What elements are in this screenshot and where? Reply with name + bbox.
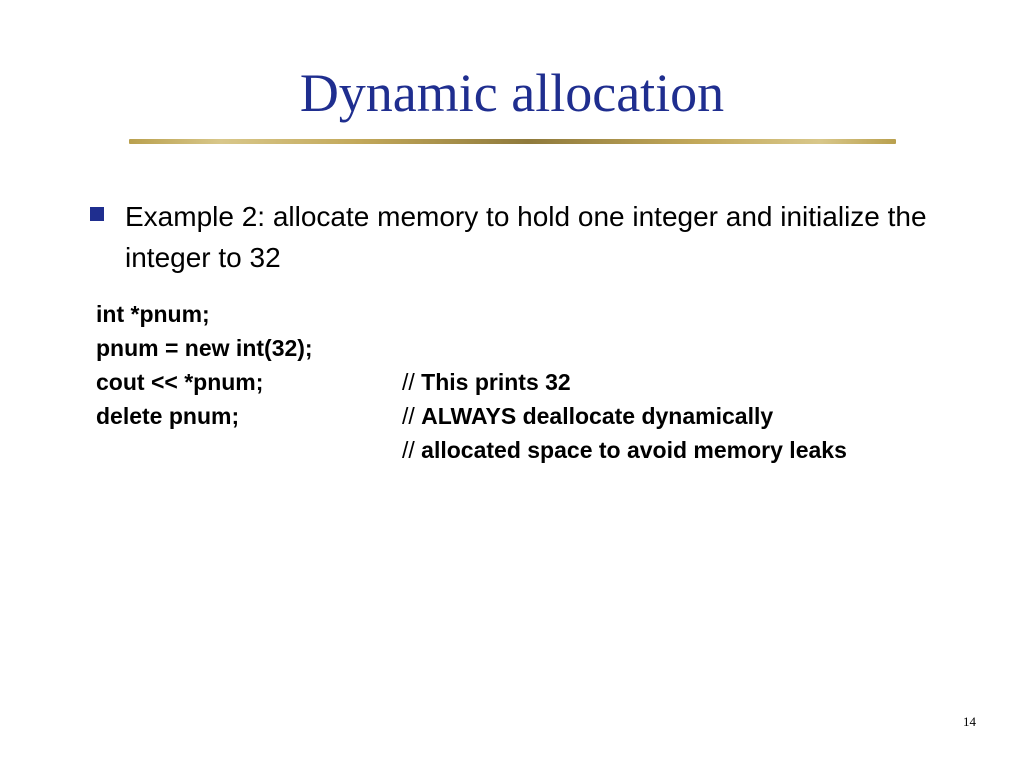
comment-marker: // [402,403,422,429]
code-line: // allocated space to avoid memory leaks [96,433,976,467]
comment-marker: // [402,437,422,463]
square-bullet-icon [90,207,104,221]
comment-text: allocated space to avoid memory leaks [421,437,847,463]
page-number: 14 [963,714,976,729]
code-line: pnum = new int(32); [96,331,976,365]
comment-text: ALWAYS deallocate dynamically [421,403,774,429]
code-statement: delete pnum; [96,403,240,429]
code-statement: int *pnum; [96,301,210,327]
title-divider [129,139,896,144]
code-line: cout << *pnum; // This prints 32 [96,365,976,399]
code-statement: pnum = new int(32); [96,335,313,361]
code-comment: // allocated space to avoid memory leaks [402,433,847,467]
code-block: int *pnum; pnum = new int(32); cout << *… [96,297,976,467]
comment-marker: // [402,369,422,395]
comment-text: This prints 32 [421,369,571,395]
bullet-text: Example 2: allocate memory to hold one i… [125,201,927,273]
code-comment: // This prints 32 [402,365,571,399]
code-line: delete pnum; // ALWAYS deallocate dynami… [96,399,976,433]
code-comment: // ALWAYS deallocate dynamically [402,399,773,433]
code-line: int *pnum; [96,297,976,331]
code-statement: cout << *pnum; [96,369,264,395]
slide-title: Dynamic allocation [299,63,725,123]
